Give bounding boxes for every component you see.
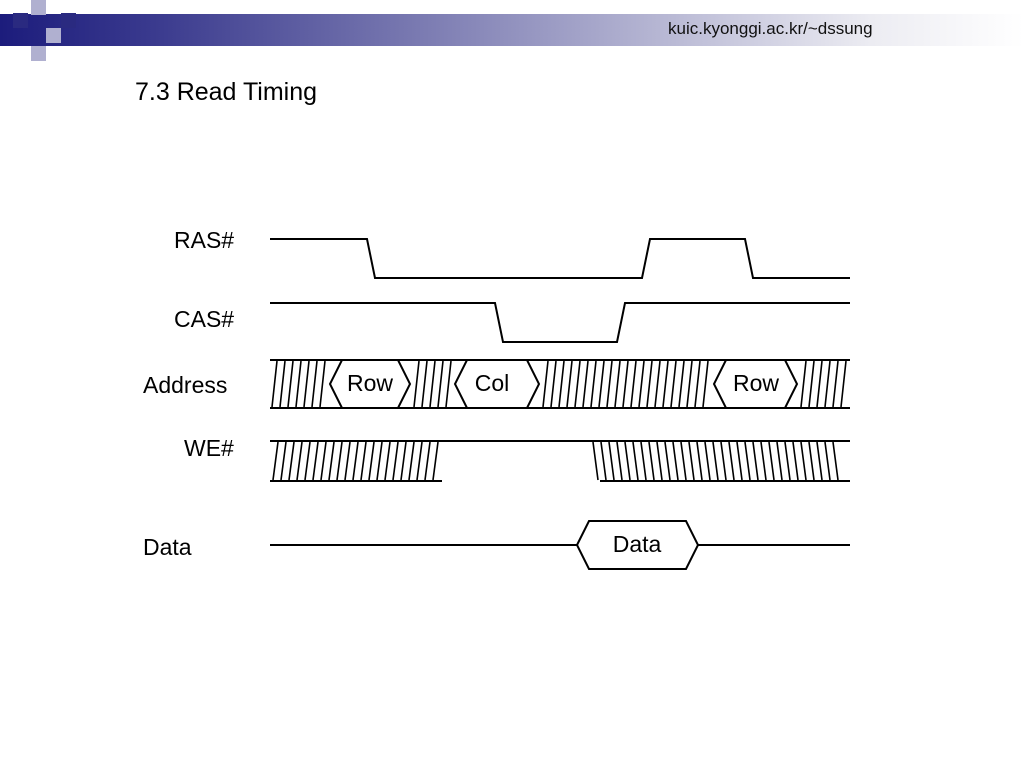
address-hatch-2 — [413, 360, 452, 408]
data-bus-label: Data — [613, 531, 662, 557]
cas-waveform — [270, 302, 850, 343]
slide-title: 7.3 Read Timing — [135, 78, 318, 106]
signal-label-data: Data — [143, 534, 192, 560]
signal-label-we: WE# — [184, 435, 234, 461]
signal-label-address: Address — [143, 372, 227, 398]
address-label-col: Col — [475, 370, 510, 396]
signal-label-ras: RAS# — [174, 227, 234, 253]
address-hatch-3 — [542, 360, 709, 408]
we-hatch-right — [592, 441, 839, 481]
address-segment-row-1 — [328, 359, 412, 409]
signal-label-cas: CAS# — [174, 306, 234, 332]
address-label-row-1: Row — [347, 370, 393, 396]
address-label-row-2: Row — [733, 370, 779, 396]
address-waveform: Row Col Row — [270, 359, 850, 409]
data-waveform: Data — [270, 520, 850, 570]
corner-logo-squares — [13, 0, 76, 61]
address-hatch-4 — [800, 360, 847, 408]
ras-waveform — [270, 238, 850, 279]
address-segment-row-2 — [712, 359, 799, 409]
we-waveform — [270, 440, 850, 482]
header-bar — [0, 14, 1024, 46]
address-segment-col — [453, 359, 541, 409]
we-hatch-left — [272, 441, 439, 481]
site-url: kuic.kyonggi.ac.kr/~dssung — [668, 19, 873, 38]
address-hatch-1 — [271, 360, 326, 408]
